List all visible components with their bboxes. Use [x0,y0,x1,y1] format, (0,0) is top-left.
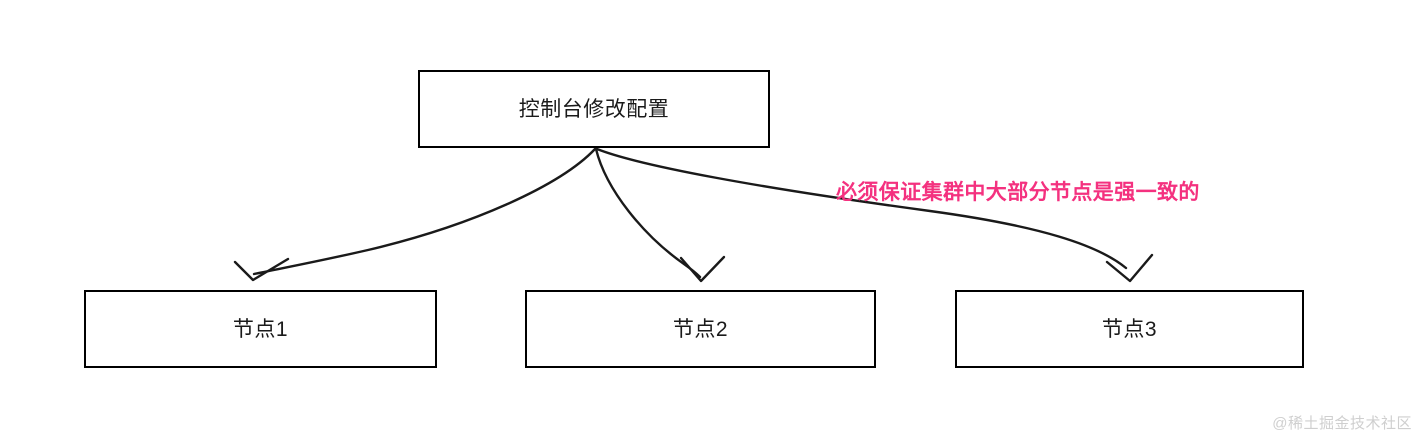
node-box-node-2[interactable]: 节点2 [525,290,876,368]
node-label: 节点1 [232,317,289,341]
edge-to-node-1-line [252,147,597,276]
edge-to-node-2-arrowhead [679,255,726,283]
edge-to-node-2-line [594,147,702,279]
node-label: 节点2 [672,317,729,341]
edge-to-node-1-arrowhead [233,257,290,282]
node-box-console-config[interactable]: 控制台修改配置 [418,70,770,148]
node-box-node-3[interactable]: 节点3 [955,290,1304,368]
node-box-node-1[interactable]: 节点1 [84,290,437,368]
node-label: 控制台修改配置 [518,97,670,121]
edge-to-node-3-line [595,147,1128,270]
annotation-text: 必须保证集群中大部分节点是强一致的 [836,181,1200,204]
watermark: @稀土掘金技术社区 [1272,415,1412,432]
edge-to-node-3-arrowhead [1105,253,1154,283]
node-label: 节点3 [1101,317,1158,341]
